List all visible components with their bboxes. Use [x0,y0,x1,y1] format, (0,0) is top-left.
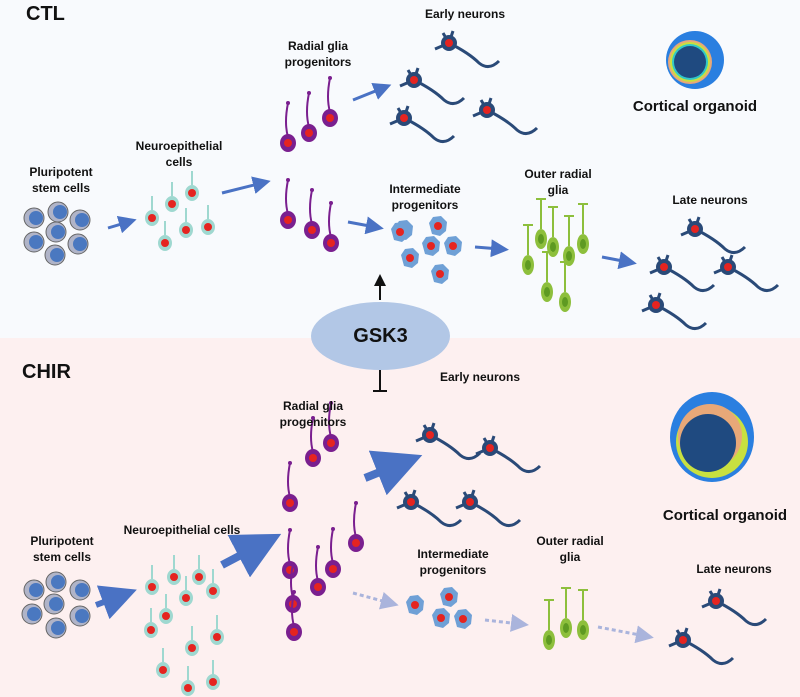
chir-late-neurons [667,587,768,666]
ctl-organoid-icon [666,31,724,89]
ctl-stem-cells [23,201,91,266]
chir-arrow-2 [220,533,282,578]
chir-label-outer-radial: Outer radial glia [536,534,604,564]
gsk3-node: GSK3 [311,302,450,370]
ctl-arrow-1 [107,215,137,234]
chir-organoid-icon [670,392,754,482]
ctl-title: CTL [26,3,65,25]
ctl-label-radial-glia: Radial glia progenitors [284,39,352,69]
ctl-arrow-3 [352,82,392,102]
ctl-arrow-6 [601,251,637,270]
chir-panel [0,338,800,697]
ctl-outer-radial-glia [521,198,590,313]
chir-stem-cells [21,571,91,639]
chir-neuroepithelial-cells [143,554,225,697]
ctl-label-pluripotent: Pluripotent stem cells [29,165,93,195]
ctl-intermediate-progenitors [391,216,462,284]
ctl-radial-glia-lower [279,177,340,253]
ctl-arrow-2 [221,176,271,195]
chir-label-late-neurons: Late neurons [696,562,772,576]
ctl-neuroepithelial-cells [144,170,216,252]
chir-label-intermediate: Intermediate progenitors [417,547,489,577]
chir-intermediate-progenitors [406,587,472,629]
ctl-early-neurons [388,29,539,144]
chir-label-radial-glia: Radial glia progenitors [279,399,347,429]
chir-dotted-arrow-2 [484,614,529,632]
chir-dotted-arrow-1 [352,591,399,610]
ctl-label-late-neurons: Late neurons [672,193,748,207]
chir-label-neuroepithelial: Neuroepithelial cells [123,523,241,537]
chir-label-organoid: Cortical organoid [662,507,788,524]
ctl-label-neuroepithelial: Neuroepithelial cells [135,139,223,169]
ctl-label-outer-radial: Outer radial glia [524,167,592,197]
ctl-arrow-4 [347,216,384,235]
gsk3-inhibition-bar [373,370,387,392]
chir-arrow-3 [363,450,423,496]
ctl-late-neurons [640,215,780,331]
chir-label-pluripotent: Pluripotent stem cells [30,534,94,564]
chir-title: CHIR [22,361,71,383]
chir-early-neurons [395,421,542,528]
chir-arrow-1 [94,585,137,620]
chir-outer-radial-glia [542,587,590,651]
chir-radial-glia [281,400,365,642]
ctl-label-early-neurons: Early neurons [424,7,506,21]
ctl-radial-glia-upper [279,75,339,153]
ctl-arrow-5 [474,239,509,258]
chir-dotted-arrow-3 [597,625,654,644]
ctl-label-organoid: Cortical organoid [632,98,758,115]
chir-label-early-neurons: Early neurons [439,370,521,384]
ctl-label-intermediate: Intermediate progenitors [389,182,461,212]
